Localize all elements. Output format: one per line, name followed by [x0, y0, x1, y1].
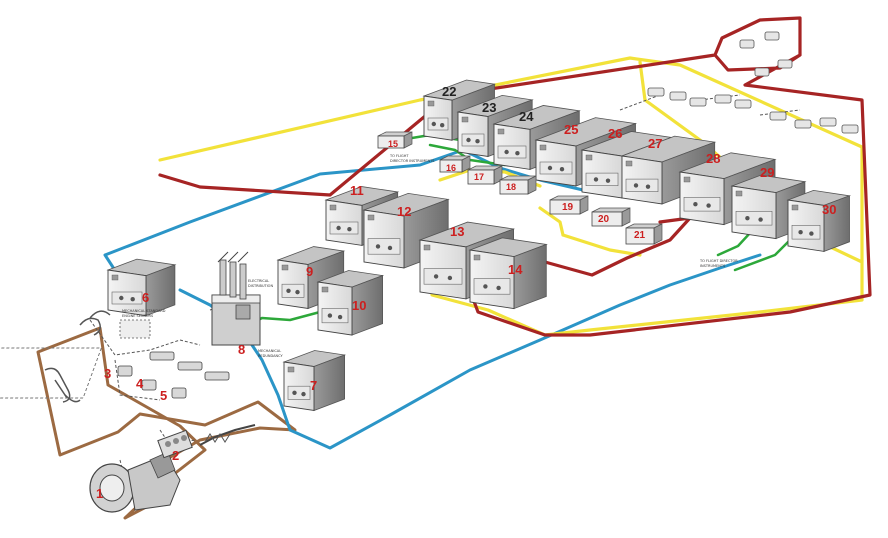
label-28: 28	[706, 151, 720, 166]
label-26: 26	[608, 126, 622, 141]
label-29: 29	[760, 165, 774, 180]
label-9: 9	[306, 264, 313, 279]
sensor-2-assembly	[157, 424, 256, 459]
label-2: 2	[172, 448, 179, 463]
red-wire	[158, 16, 872, 337]
label-15: 15	[388, 139, 398, 149]
number-labels: 1 2 3 4 5 6 7 8 9 10 11 12 13 14 15 16 1…	[96, 84, 836, 501]
label-23: 23	[482, 100, 496, 115]
label-1: 1	[96, 486, 103, 501]
cabinet-7	[282, 350, 347, 412]
cabinets	[106, 79, 852, 412]
label-21: 21	[634, 230, 646, 241]
label-30: 30	[822, 202, 836, 217]
unit-21	[625, 223, 663, 245]
label-24: 24	[519, 109, 534, 124]
label-19: 19	[562, 202, 574, 213]
svg-text:ENGINE SENSORS: ENGINE SENSORS	[122, 314, 154, 318]
sensor-block-3-5: MECHANICAL STANDARD ENGINE SENSORS	[0, 309, 230, 399]
sensor-hooks	[44, 310, 111, 403]
label-22: 22	[442, 84, 456, 99]
svg-text:DIRECTOR INSTRUMENTS: DIRECTOR INSTRUMENTS	[390, 159, 435, 163]
unit-20	[591, 207, 631, 227]
unit-19	[549, 195, 589, 215]
cabinet-30	[786, 189, 852, 252]
label-11: 11	[350, 183, 364, 198]
label-4: 4	[136, 376, 144, 391]
cabinet-10	[316, 270, 385, 336]
svg-text:TO FLIGHT DIRECTOR: TO FLIGHT DIRECTOR	[699, 259, 738, 263]
svg-text:TO FLIGHT: TO FLIGHT	[389, 154, 409, 158]
label-10: 10	[352, 298, 366, 313]
label-18: 18	[506, 182, 516, 192]
label-5: 5	[160, 388, 167, 403]
svg-text:DISTRIBUTION: DISTRIBUTION	[248, 284, 273, 288]
label-3: 3	[104, 366, 111, 381]
svg-text:MECHANICAL STANDARD: MECHANICAL STANDARD	[122, 309, 166, 313]
svg-text:MECHANICAL: MECHANICAL	[258, 349, 281, 353]
svg-text:INSTRUMENTS: INSTRUMENTS	[700, 264, 726, 268]
label-17: 17	[474, 172, 484, 182]
unit-8-relay: ELECTRICAL DISTRIBUTION MECHANICAL REDUN…	[211, 251, 284, 358]
brown-wire	[36, 326, 297, 520]
label-8: 8	[238, 342, 245, 357]
unit-17	[467, 165, 503, 185]
label-16: 16	[446, 163, 456, 173]
svg-text:ELECTRICAL: ELECTRICAL	[248, 279, 269, 283]
label-27: 27	[648, 136, 662, 151]
unit-15	[377, 131, 413, 149]
cabinet-14	[468, 237, 548, 310]
unit-18	[499, 175, 537, 195]
label-7: 7	[310, 378, 317, 393]
label-25: 25	[564, 122, 578, 137]
unit-16	[439, 155, 471, 173]
label-12: 12	[397, 204, 411, 219]
label-20: 20	[598, 214, 610, 225]
label-13: 13	[450, 224, 464, 239]
green-wire-right	[716, 231, 792, 272]
small-units	[377, 131, 663, 245]
cabinet-29	[730, 174, 807, 240]
label-14: 14	[508, 262, 523, 277]
upper-right-sensors	[647, 31, 859, 134]
engine-block	[89, 451, 181, 513]
svg-text:REDUNDANCY: REDUNDANCY	[258, 354, 284, 358]
cabinet-6	[106, 258, 177, 317]
label-6: 6	[142, 290, 149, 305]
